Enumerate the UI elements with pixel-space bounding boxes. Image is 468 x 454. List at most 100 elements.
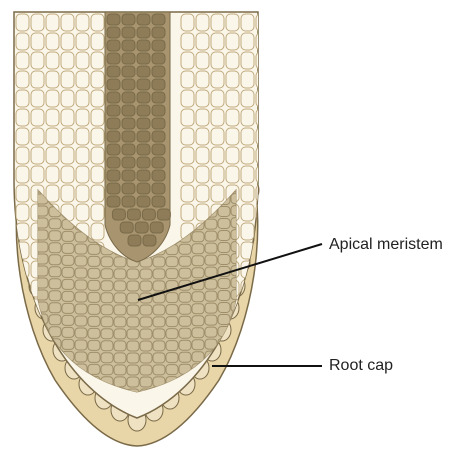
meristem-cell: [179, 256, 191, 266]
cortex-cell: [76, 71, 89, 88]
cortex-cell: [16, 166, 29, 183]
vascular-cell: [120, 222, 133, 233]
meristem-cell: [205, 219, 217, 229]
cortex-cell: [61, 14, 74, 31]
vascular-cell: [122, 53, 135, 64]
vascular-cell: [122, 66, 135, 77]
vascular-cell: [122, 92, 135, 103]
cortex-cell: [16, 204, 29, 221]
cortex-cell: [16, 90, 29, 107]
vascular-cell: [122, 118, 135, 129]
meristem-cell: [114, 257, 126, 267]
meristem-cell: [127, 281, 139, 291]
meristem-cell: [114, 377, 126, 387]
cortex-cell: [241, 128, 254, 145]
cortex-cell: [76, 52, 89, 69]
cortex-cell: [61, 71, 74, 88]
meristem-cell: [140, 269, 152, 279]
cortex-cell: [226, 109, 239, 126]
meristem-cell: [140, 305, 152, 315]
cortex-cell: [16, 185, 29, 202]
meristem-cell: [140, 365, 152, 375]
vascular-cell: [107, 183, 120, 194]
meristem-cell: [62, 339, 74, 349]
meristem-cell: [101, 281, 113, 291]
cortex-cell: [61, 185, 74, 202]
meristem-cell: [205, 231, 217, 241]
meristem-cell: [218, 278, 230, 288]
cortex-cell: [241, 185, 254, 202]
meristem-cell: [101, 317, 113, 327]
meristem-cell: [205, 243, 217, 253]
cortex-cell: [211, 52, 224, 69]
cortex-cell: [31, 128, 44, 145]
meristem-cell: [114, 341, 126, 351]
cortex-cell: [211, 128, 224, 145]
meristem-cell: [101, 293, 113, 303]
meristem-cell: [153, 305, 165, 315]
meristem-cell: [114, 365, 126, 375]
cortex-cell: [196, 204, 209, 221]
meristem-cell: [75, 268, 87, 278]
cortex-cell: [196, 90, 209, 107]
vascular-cell: [137, 40, 150, 51]
cortex-cell: [76, 109, 89, 126]
cortex-cell: [46, 71, 59, 88]
vascular-cell: [127, 209, 140, 220]
meristem-cell: [88, 352, 100, 362]
meristem-cell: [218, 242, 230, 252]
vascular-cell: [152, 118, 165, 129]
meristem-cell: [192, 352, 204, 362]
cortex-cell: [46, 166, 59, 183]
cortex-cell: [16, 33, 29, 50]
cortex-cell: [91, 147, 104, 164]
meristem-cell: [127, 365, 139, 375]
cortex-cell: [196, 52, 209, 69]
meristem-cell: [153, 341, 165, 351]
cortex-cell: [61, 128, 74, 145]
cortex-cell: [46, 147, 59, 164]
vascular-cell: [137, 14, 150, 25]
cortex-cell: [76, 166, 89, 183]
cortex-cell: [46, 109, 59, 126]
vascular-cell: [137, 144, 150, 155]
meristem-cell: [218, 302, 230, 312]
meristem-cell: [179, 292, 191, 302]
meristem-cell: [192, 328, 204, 338]
meristem-cell: [140, 317, 152, 327]
vascular-cell: [152, 144, 165, 155]
cortex-cell: [241, 223, 254, 240]
meristem-cell: [192, 268, 204, 278]
vascular-cell: [122, 14, 135, 25]
meristem-cell: [166, 269, 178, 279]
meristem-cell: [192, 316, 204, 326]
cortex-cell: [226, 166, 239, 183]
meristem-cell: [88, 292, 100, 302]
meristem-cell: [179, 340, 191, 350]
meristem-cell: [101, 305, 113, 315]
meristem-cell: [153, 317, 165, 327]
cortex-cell: [196, 128, 209, 145]
cortex-cell: [31, 33, 44, 50]
meristem-cell: [140, 353, 152, 363]
cortex-cell: [196, 109, 209, 126]
meristem-cell: [49, 303, 61, 313]
cortex-cell: [196, 14, 209, 31]
cortex-cell: [91, 128, 104, 145]
meristem-cell: [88, 256, 100, 266]
vascular-cell: [107, 14, 120, 25]
meristem-cell: [62, 279, 74, 289]
cortex-cell: [226, 14, 239, 31]
meristem-cell: [62, 255, 74, 265]
cortex-cell: [211, 14, 224, 31]
cortex-cell: [76, 147, 89, 164]
meristem-cell: [88, 364, 100, 374]
meristem-cell: [62, 303, 74, 313]
meristem-cell: [140, 377, 152, 387]
meristem-cell: [114, 305, 126, 315]
cortex-cell: [196, 71, 209, 88]
meristem-cell: [101, 257, 113, 267]
vascular-cell: [152, 53, 165, 64]
meristem-cell: [101, 353, 113, 363]
